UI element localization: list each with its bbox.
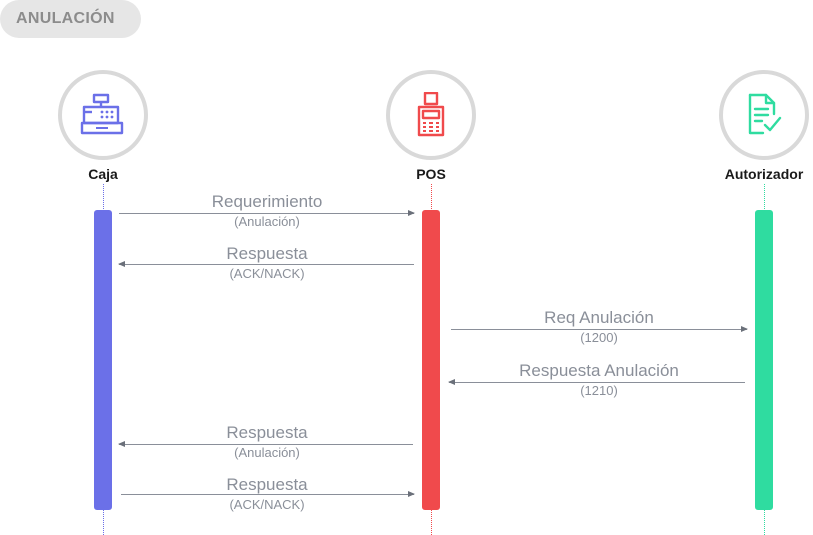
message-label: Requerimiento (Anulación) bbox=[212, 192, 323, 232]
arrowhead-right bbox=[408, 210, 415, 216]
message-arrow bbox=[118, 261, 414, 267]
arrowhead-right bbox=[741, 326, 748, 332]
message-arrow bbox=[448, 379, 745, 385]
message-arrow bbox=[119, 210, 415, 216]
arrowhead-right bbox=[408, 491, 415, 497]
message-title: Respuesta bbox=[226, 423, 308, 442]
message-arrow bbox=[118, 441, 413, 447]
message-title: Req Anulación bbox=[544, 308, 654, 327]
message-label: Respuesta (Anulación) bbox=[226, 423, 307, 463]
activation-bar-caja bbox=[94, 210, 112, 510]
message-title: Requerimiento bbox=[211, 192, 323, 211]
message-subtitle: (Anulación) bbox=[234, 214, 300, 229]
arrowhead-left bbox=[448, 379, 455, 385]
message-subtitle: (1210) bbox=[580, 383, 618, 398]
message-subtitle: (1200) bbox=[580, 330, 618, 345]
activation-bar-autorizador bbox=[755, 210, 773, 510]
actor-caja-circle bbox=[58, 70, 148, 160]
cash-register-icon bbox=[80, 93, 124, 135]
message-subtitle: (Anulación) bbox=[234, 445, 300, 460]
actor-autorizador bbox=[719, 70, 809, 160]
message-subtitle: (ACK/NACK) bbox=[229, 266, 305, 281]
arrowhead-left bbox=[118, 261, 125, 267]
actor-label-pos: POS bbox=[416, 166, 446, 182]
pos-terminal-icon bbox=[417, 92, 445, 137]
activation-bar-pos bbox=[422, 210, 440, 510]
message-label: Respuesta Anulación (1210) bbox=[519, 361, 679, 401]
message-arrow bbox=[451, 326, 748, 332]
actor-autorizador-circle bbox=[719, 70, 809, 160]
actor-pos-circle bbox=[386, 70, 476, 160]
arrowhead-left bbox=[118, 441, 125, 447]
actor-pos bbox=[386, 70, 476, 160]
section-tag: ANULACIÓN bbox=[0, 0, 141, 38]
message-label: Req Anulación (1200) bbox=[544, 308, 654, 348]
actor-label-caja: Caja bbox=[88, 166, 118, 182]
actor-label-autorizador: Autorizador bbox=[724, 166, 804, 182]
message-title: Respuesta Anulación bbox=[519, 361, 679, 380]
message-label: Respuesta (ACK/NACK) bbox=[226, 244, 307, 284]
message-title: Respuesta bbox=[226, 475, 308, 494]
message-title: Respuesta bbox=[226, 244, 308, 263]
authorized-document-icon bbox=[748, 93, 782, 135]
actor-caja bbox=[58, 70, 148, 160]
message-subtitle: (ACK/NACK) bbox=[229, 497, 305, 512]
message-label: Respuesta (ACK/NACK) bbox=[226, 475, 307, 515]
message-arrow bbox=[121, 491, 415, 497]
